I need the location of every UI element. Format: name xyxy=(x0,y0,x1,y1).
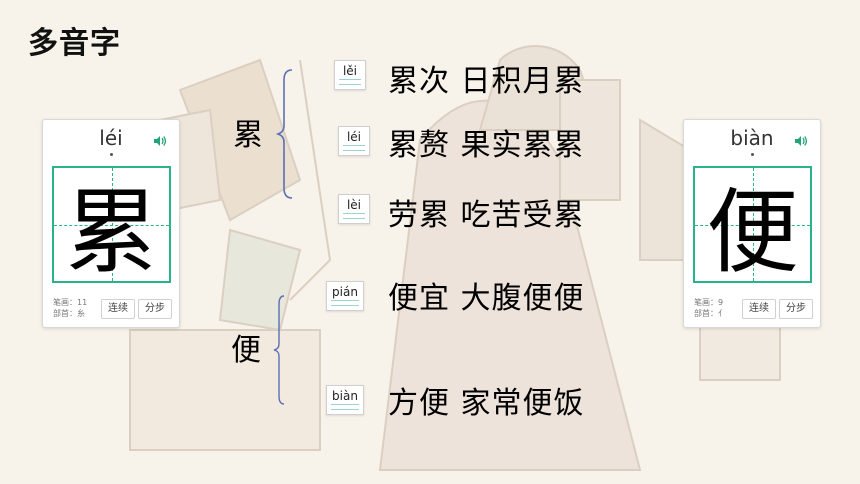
big-character: 累 xyxy=(65,179,158,286)
pinyin-tag: lěi xyxy=(334,60,366,90)
pinyin-tag: lèi xyxy=(338,194,370,224)
stroke-count: 笔画：11 xyxy=(53,298,88,307)
continuous-button[interactable]: 连续 xyxy=(101,299,135,319)
speaker-icon[interactable] xyxy=(794,135,808,147)
grid-vertical-line xyxy=(752,168,754,281)
pinyin-text: pián xyxy=(332,285,358,299)
group-char-bian: 便 xyxy=(231,333,261,368)
word-line: 便宜 大腹便便 xyxy=(388,281,585,316)
pinyin-lines xyxy=(339,79,361,85)
pinyin-lines xyxy=(343,213,365,219)
pinyin-dot xyxy=(751,153,754,156)
pinyin-dot xyxy=(110,153,113,156)
pinyin-lines xyxy=(343,145,365,151)
group-char-lei: 累 xyxy=(233,118,263,153)
brace-bian xyxy=(273,295,285,405)
word-line: 方便 家常便饭 xyxy=(388,386,585,421)
pinyin-tag: pián xyxy=(326,281,364,311)
radical: 部首：亻 xyxy=(694,309,726,318)
card-meta: 笔画：9 部首：亻 xyxy=(694,297,726,319)
pinyin-tag: biàn xyxy=(326,385,364,415)
word-line: 累次 日积月累 xyxy=(388,64,585,99)
pinyin-lines xyxy=(331,404,359,410)
word-line: 劳累 吃苦受累 xyxy=(388,198,585,233)
speaker-icon[interactable] xyxy=(153,135,167,147)
card-meta: 笔画：11 部首：糸 xyxy=(53,297,87,319)
writing-grid: 累 xyxy=(52,166,171,286)
character-card-bian: biàn 便 笔画：9 部首：亻 连续 分步 xyxy=(683,119,821,328)
pinyin-text: biàn xyxy=(332,389,358,403)
step-button[interactable]: 分步 xyxy=(779,299,813,319)
writing-grid: 便 xyxy=(693,166,812,286)
word-line: 累赘 果实累累 xyxy=(388,128,585,163)
pinyin-lines xyxy=(331,300,359,306)
grid-vertical-line xyxy=(111,168,113,281)
step-button[interactable]: 分步 xyxy=(138,299,172,319)
radical: 部首：糸 xyxy=(53,309,85,318)
pinyin-text: lěi xyxy=(342,64,358,78)
page-title: 多音字 xyxy=(28,26,121,61)
stroke-count: 笔画：9 xyxy=(694,298,724,307)
pinyin-text: léi xyxy=(346,130,362,144)
big-character: 便 xyxy=(706,179,799,286)
brace-lei xyxy=(276,69,293,199)
card-pinyin: léi xyxy=(99,126,123,150)
card-pinyin: biàn xyxy=(730,126,774,150)
pinyin-text: lèi xyxy=(346,198,362,212)
character-card-lei: léi 累 笔画：11 部首：糸 连续 分步 xyxy=(42,119,180,328)
pinyin-tag: léi xyxy=(338,126,370,156)
continuous-button[interactable]: 连续 xyxy=(742,299,776,319)
